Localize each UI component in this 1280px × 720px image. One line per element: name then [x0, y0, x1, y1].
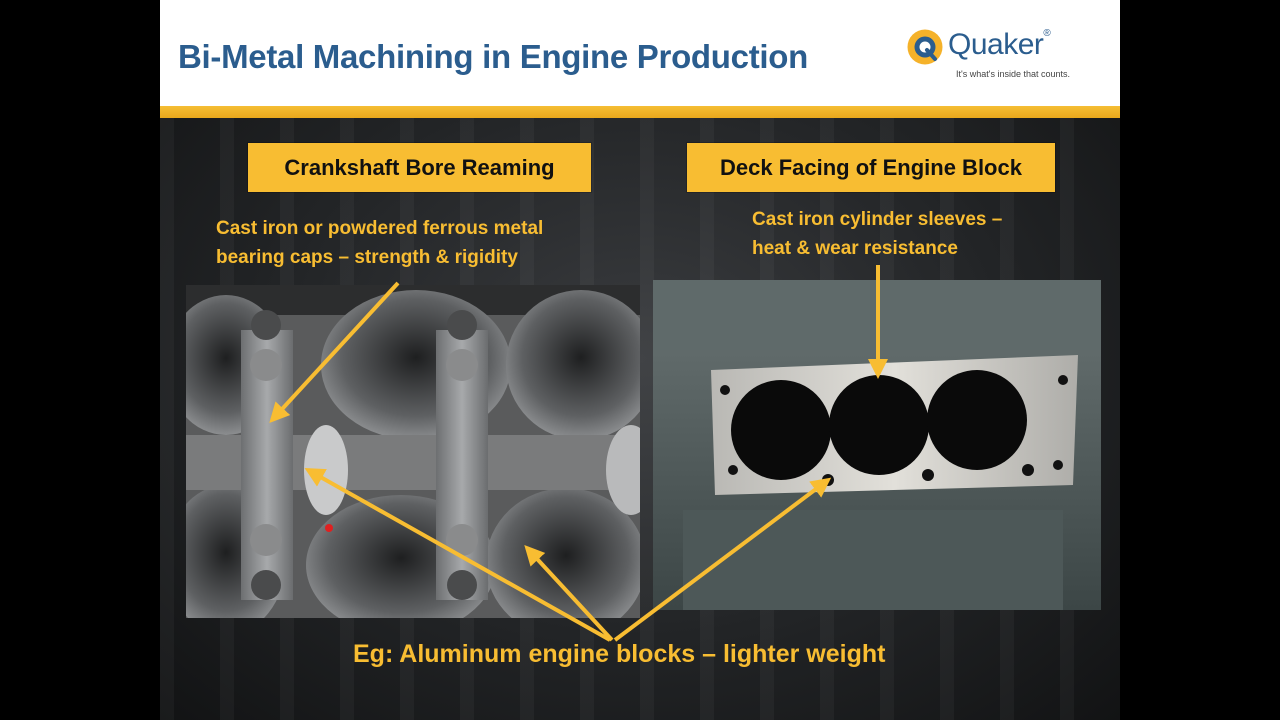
deck-facing-label: Deck Facing of Engine Block [687, 143, 1055, 192]
logo-tagline: It's what's inside that counts. [956, 69, 1070, 79]
logo-wordmark: Quaker® [948, 28, 1051, 62]
cylinder-sleeves-caption: Cast iron cylinder sleeves – heat & wear… [752, 205, 1002, 263]
bearing-caps-caption-line1: Cast iron or powdered ferrous metal [216, 218, 544, 239]
crankshaft-bore-reaming-label: Crankshaft Bore Reaming [248, 143, 591, 192]
quaker-logo: Quaker® It's what's inside that counts. [906, 24, 1106, 84]
engine-block-deck-photo [653, 280, 1101, 610]
cylinder-sleeves-caption-line1: Cast iron cylinder sleeves – [752, 209, 1003, 230]
cylinder-sleeves-caption-line2: heat & wear resistance [752, 238, 958, 259]
header-divider [160, 106, 1120, 118]
quaker-q-logo-icon [907, 29, 943, 65]
bearing-caps-caption: Cast iron or powdered ferrous metal bear… [216, 214, 543, 272]
logo-name: Quaker [948, 28, 1044, 61]
slide-header: Bi-Metal Machining in Engine Production … [160, 0, 1120, 106]
logo-registered-mark: ® [1043, 28, 1051, 39]
bearing-caps-caption-line2: bearing caps – strength & rigidity [216, 247, 518, 268]
aluminum-blocks-caption: Eg: Aluminum engine blocks – lighter wei… [353, 640, 886, 668]
slide-title: Bi-Metal Machining in Engine Production [178, 38, 808, 75]
slide: Bi-Metal Machining in Engine Production … [160, 0, 1120, 720]
engine-block-crankshaft-bores-photo [186, 285, 640, 618]
